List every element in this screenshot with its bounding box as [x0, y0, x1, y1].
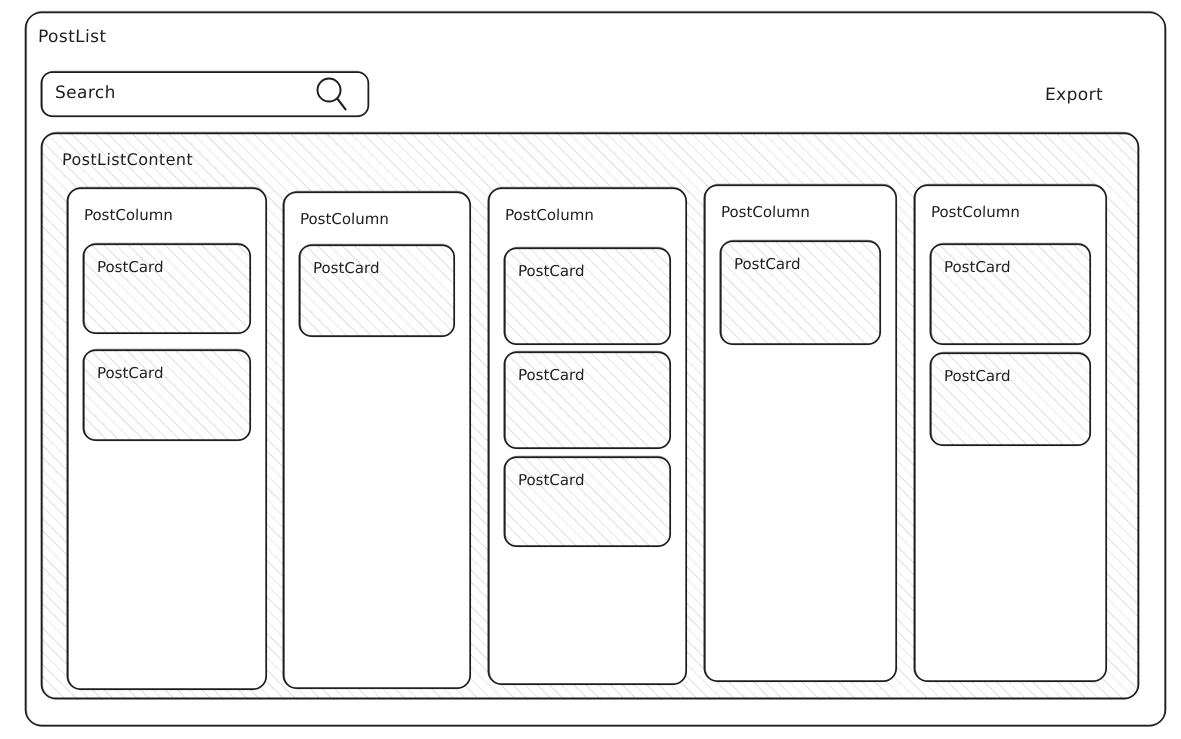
post-card[interactable]: PostCard — [298, 243, 456, 338]
postlistcontent-title: PostListContent — [61, 150, 194, 169]
post-card[interactable]: PostCard — [82, 242, 252, 335]
post-card-fill — [83, 243, 251, 334]
post-column-label: PostColumn — [299, 210, 390, 228]
post-card[interactable]: PostCard — [82, 348, 252, 442]
post-column-label: PostColumn — [720, 203, 811, 221]
post-card[interactable]: PostCard — [503, 455, 672, 548]
export-button[interactable]: Export — [1044, 85, 1104, 105]
post-column-label: PostColumn — [504, 206, 595, 224]
post-card[interactable]: PostCard — [929, 242, 1092, 346]
search-icon[interactable] — [310, 72, 354, 116]
post-card[interactable]: PostCard — [503, 246, 672, 346]
post-card-label: PostCard — [517, 471, 585, 489]
page-title: PostList — [37, 27, 107, 47]
post-card-fill — [83, 349, 251, 441]
post-card-label: PostCard — [96, 258, 164, 276]
post-card-fill — [504, 456, 671, 547]
post-card-label: PostCard — [943, 258, 1011, 276]
post-card-label: PostCard — [733, 255, 801, 273]
post-card-fill — [299, 244, 455, 337]
post-card-label: PostCard — [312, 259, 380, 277]
post-column-label: PostColumn — [930, 203, 1021, 221]
post-card-label: PostCard — [517, 366, 585, 384]
post-card[interactable]: PostCard — [929, 351, 1092, 447]
post-card-label: PostCard — [96, 364, 164, 382]
post-card[interactable]: PostCard — [503, 350, 672, 450]
post-card-label: PostCard — [517, 262, 585, 280]
search-input-value[interactable]: Search — [54, 83, 117, 103]
post-column-label: PostColumn — [83, 206, 174, 224]
post-card[interactable]: PostCard — [719, 239, 882, 346]
post-card-label: PostCard — [943, 367, 1011, 385]
